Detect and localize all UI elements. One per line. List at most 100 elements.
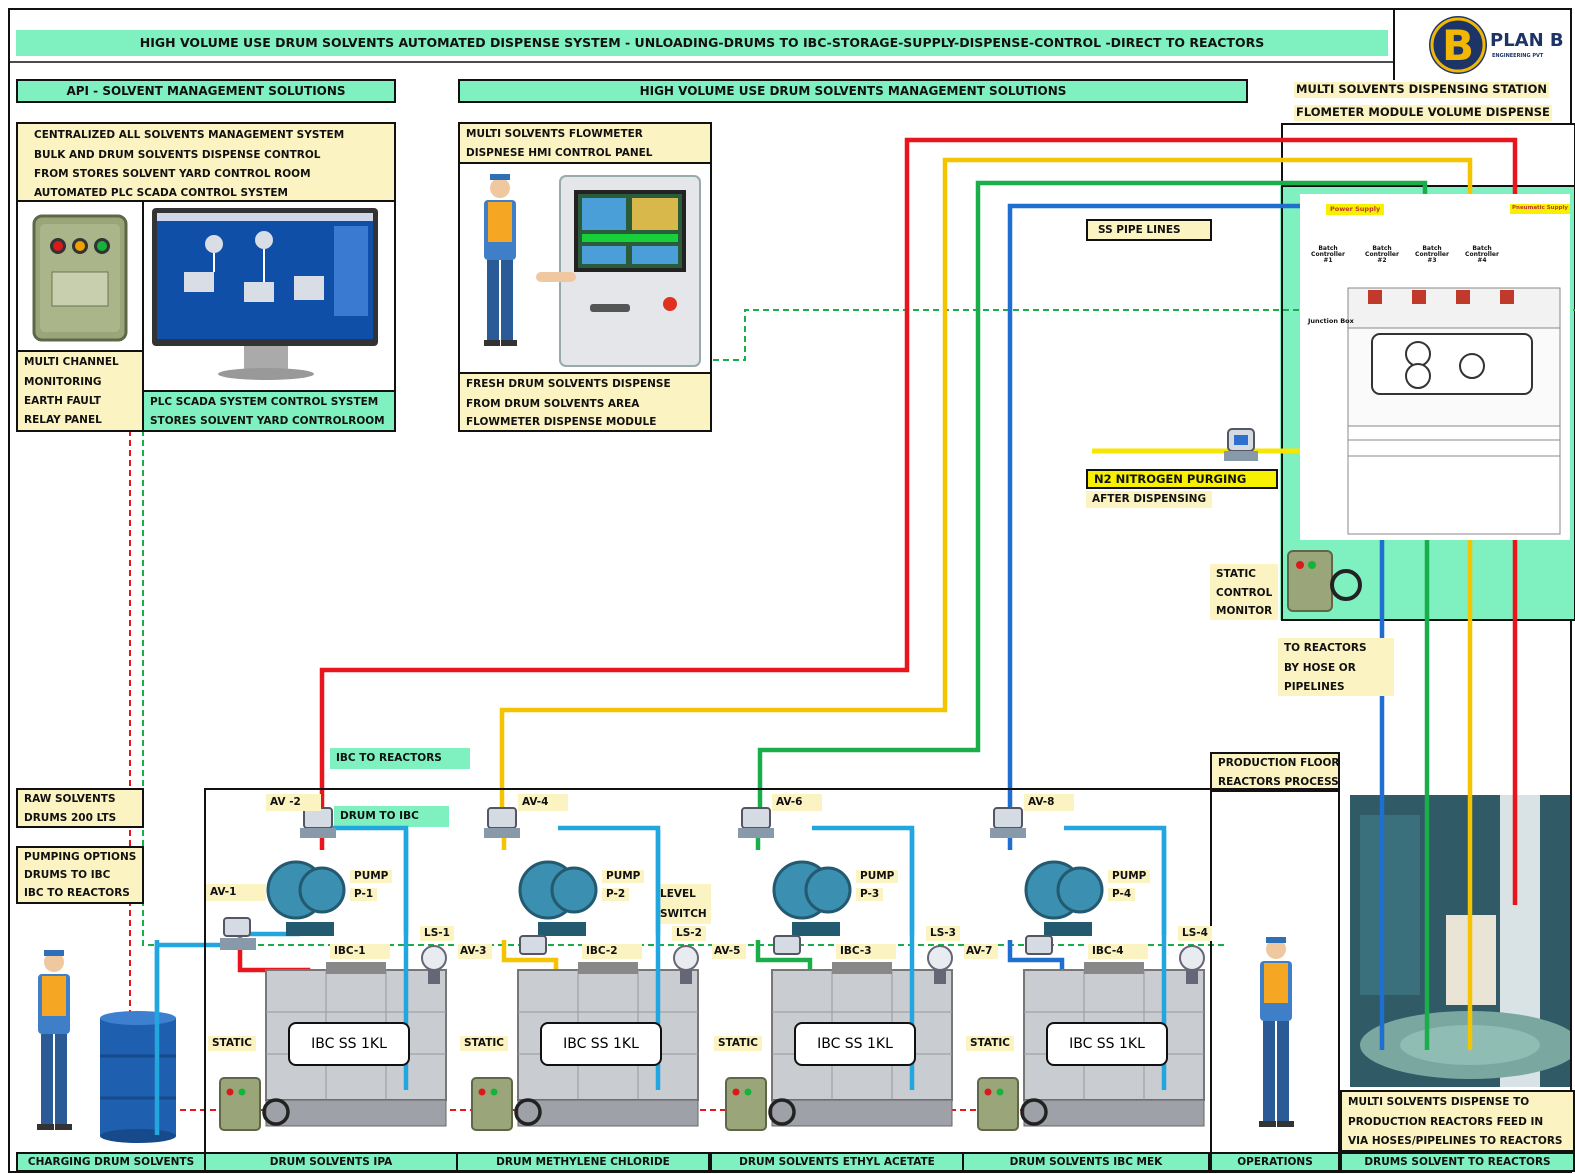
- relay-caption-line: EARTH FAULT: [24, 395, 101, 407]
- fresh-drum-line: FLOWMETER DISPENSE MODULE: [466, 416, 657, 428]
- reactor-photo: [1350, 795, 1570, 1087]
- relay-caption-line: RELAY PANEL: [24, 413, 102, 426]
- unit-pipework: [725, 807, 953, 1131]
- level-switch-icon: [673, 945, 699, 984]
- dispensing-station-panel: Power Supply Pneumatic Supply Junction B…: [1300, 194, 1570, 540]
- pump-id-label: P-2: [602, 888, 630, 901]
- ibc-tank-label: IBC SS 1KL: [288, 1022, 410, 1066]
- n2-flowmeter-icon: [1224, 428, 1258, 461]
- pumping-options-line: PUMPING OPTIONS: [24, 851, 137, 863]
- scada-caption-line: STORES SOLVENT YARD CONTROLROOM: [150, 414, 385, 427]
- ibc-tank-label: IBC SS 1KL: [1046, 1022, 1168, 1066]
- static-monitor-icon: [1287, 550, 1362, 612]
- operator-icon: [37, 950, 72, 1130]
- footer-charging: CHARGING DRUM SOLVENTS: [16, 1152, 206, 1172]
- batch-controller-label: Batch Controller #2: [1365, 245, 1399, 264]
- centralized-line: CENTRALIZED ALL SOLVENTS MANAGEMENT SYST…: [34, 129, 345, 141]
- static-label: STATIC: [460, 1036, 508, 1051]
- relay-panel-caption: MULTI CHANNEL MONITORING EARTH FAULT REL…: [16, 350, 144, 432]
- footer-operations: OPERATIONS: [1210, 1152, 1340, 1172]
- reactor-photo-icon: [1350, 795, 1570, 1087]
- pneumatic-supply-label: Pneumatic Supply: [1510, 204, 1570, 214]
- relay-panel-icon: [32, 214, 128, 342]
- ibc-id-label: IBC-1: [330, 944, 390, 959]
- multi-dispense-line: VIA HOSES/PIPELINES TO REACTORS: [1348, 1135, 1563, 1147]
- operator-icon: [1259, 937, 1294, 1127]
- actuated-valve-icon: [519, 935, 547, 955]
- pump-id-label: P-1: [350, 888, 378, 901]
- unit-footer: DRUM SOLVENTS ETHYL ACETATE: [710, 1152, 964, 1172]
- static-control-caption: STATIC CONTROL MONITOR: [1210, 564, 1278, 620]
- svg-text:B: B: [1442, 21, 1474, 70]
- control-dashed-line: [142, 430, 1225, 946]
- pump-id-label: P-4: [1108, 888, 1136, 901]
- ls-label: LS-4: [1178, 926, 1212, 941]
- level-switch-line: LEVEL: [660, 888, 696, 900]
- ibc-tank-label: IBC SS 1KL: [540, 1022, 662, 1066]
- unit-pipework: [977, 807, 1205, 1131]
- level-switch-icon: [421, 945, 447, 984]
- fresh-drum-line: FROM DRUM SOLVENTS AREA: [466, 397, 640, 410]
- relay-caption-line: MONITORING: [24, 375, 102, 388]
- centralized-line: FROM STORES SOLVENT YARD CONTROL ROOM: [34, 168, 311, 180]
- after-dispensing-label: AFTER DISPENSING: [1086, 491, 1213, 508]
- api-section-title: API - SOLVENT MANAGEMENT SOLUTIONS: [16, 79, 396, 103]
- actuated-valve-icon: [484, 807, 520, 838]
- level-switch-line: SWITCH: [660, 908, 707, 920]
- multi-dispense-line: MULTI SOLVENTS DISPENSE TO: [1348, 1096, 1530, 1108]
- to-reactors-caption: TO REACTORS BY HOSE OR PIPELINES: [1278, 638, 1394, 696]
- hmi-panel-icon: [484, 174, 701, 367]
- level-switch-label: LEVEL SWITCH: [656, 884, 711, 924]
- pump-label: PUMP: [1108, 870, 1151, 883]
- pump-icon: [518, 860, 598, 936]
- multi-dispense-caption: MULTI SOLVENTS DISPENSE TO PRODUCTION RE…: [1340, 1090, 1575, 1152]
- actuated-valve-icon: [773, 935, 801, 955]
- pump-icon: [266, 860, 346, 936]
- pump-icon: [772, 860, 852, 936]
- unit-footer: DRUM SOLVENTS IPA: [204, 1152, 458, 1172]
- ibc-to-reactors-label: IBC TO REACTORS: [330, 748, 470, 769]
- unit-footer: DRUM METHYLENE CHLORIDE: [456, 1152, 710, 1172]
- junction-box-label: Junction Box: [1308, 317, 1354, 325]
- pump-label: PUMP: [350, 870, 393, 883]
- yellow-pipe-line: [499, 157, 1473, 810]
- static-control-line: MONITOR: [1216, 605, 1273, 617]
- plan-b-logo-icon: B: [1429, 16, 1487, 74]
- pump-id-label: P-3: [856, 888, 884, 901]
- ibc-id-label: IBC-4: [1088, 944, 1148, 959]
- to-reactors-line: TO REACTORS: [1284, 642, 1367, 654]
- av-top-label: AV-6: [772, 794, 823, 811]
- static-monitor-icon: [725, 1077, 796, 1131]
- relay-panel-image: [16, 200, 144, 352]
- footer-reactors: DRUMS SOLVENT TO REACTORS: [1340, 1152, 1575, 1172]
- static-monitor-icon: [219, 1077, 290, 1131]
- unit-pipework: [219, 807, 447, 1131]
- pump-icon: [1024, 860, 1104, 936]
- pumping-options-line: DRUMS TO IBC: [24, 869, 111, 881]
- relay-caption-line: MULTI CHANNEL: [24, 356, 119, 368]
- static-monitor-icon: [977, 1077, 1048, 1131]
- av-top-label: AV -2: [266, 794, 321, 811]
- ibc-tank-label: IBC SS 1KL: [794, 1022, 916, 1066]
- high-volume-section-title: HIGH VOLUME USE DRUM SOLVENTS MANAGEMENT…: [458, 79, 1248, 103]
- static-monitor-icon: [471, 1077, 542, 1131]
- static-control-line: CONTROL: [1216, 586, 1273, 599]
- scada-caption-line: PLC SCADA SYSTEM CONTROL SYSTEM: [150, 396, 379, 408]
- logo-text: PLAN B: [1490, 30, 1564, 51]
- pump-label: PUMP: [856, 870, 899, 883]
- raw-solvents-caption: RAW SOLVENTS DRUMS 200 LTS: [16, 788, 144, 828]
- centralized-line: AUTOMATED PLC SCADA CONTROL SYSTEM: [34, 186, 288, 199]
- actuated-valve-icon: [738, 807, 774, 838]
- to-reactors-line: BY HOSE OR: [1284, 661, 1356, 674]
- red-pipe-line: [319, 137, 1518, 810]
- batch-controller-label: Batch Controller #1: [1311, 245, 1345, 264]
- flowmeter-icon: [1347, 287, 1561, 535]
- power-supply-label: Power Supply: [1326, 204, 1385, 215]
- production-floor-line: REACTORS PROCESS: [1218, 775, 1339, 788]
- production-floor-line: PRODUCTION FLOOR: [1218, 757, 1340, 769]
- ls-label: LS-1: [420, 926, 454, 941]
- actuated-valve-icon: [220, 917, 256, 950]
- av-top-label: AV-8: [1024, 794, 1075, 811]
- to-reactors-line: PIPELINES: [1284, 681, 1345, 693]
- drum-suction-line: [154, 940, 160, 1135]
